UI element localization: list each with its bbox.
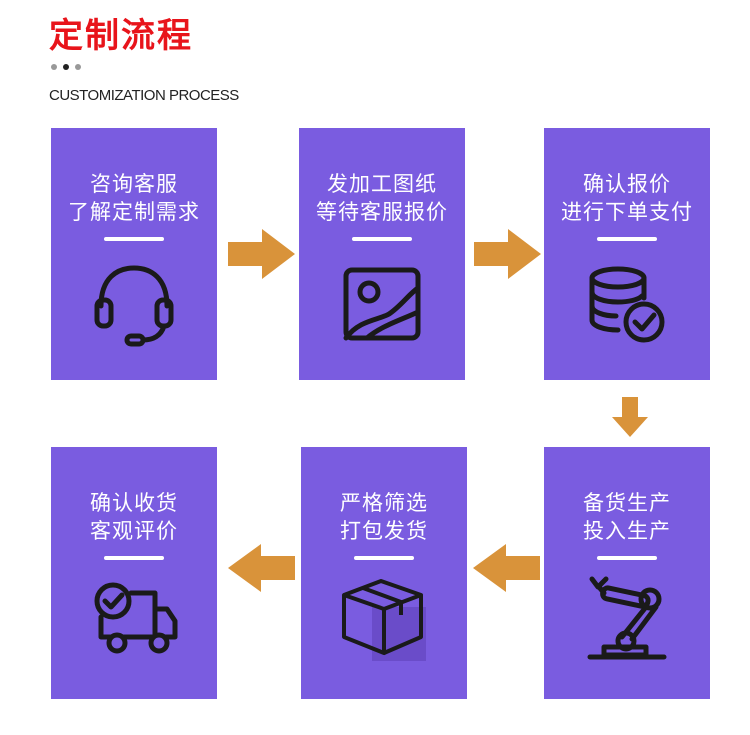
step-line2: 客观评价 <box>90 519 178 543</box>
image-icon <box>343 267 421 341</box>
step-line2: 进行下单支付 <box>561 200 693 224</box>
page-title: 定制流程 <box>49 16 193 56</box>
database-check-icon <box>589 266 665 343</box>
arrow-down-icon <box>612 397 648 437</box>
step-line2: 了解定制需求 <box>68 200 200 224</box>
step-line1: 确认收货 <box>90 491 178 515</box>
robot-arm-icon <box>587 576 667 660</box>
step-divider <box>354 556 414 560</box>
step-line2: 打包发货 <box>340 519 428 543</box>
step-line1: 咨询客服 <box>90 172 178 196</box>
step-title: 确认报价 进行下单支付 <box>561 170 693 226</box>
step-line1: 严格筛选 <box>340 491 428 515</box>
step-divider <box>597 556 657 560</box>
step-card-production: 备货生产 投入生产 <box>544 447 710 699</box>
arrow-left-icon <box>473 544 540 592</box>
step-divider <box>597 237 657 241</box>
step-line2: 投入生产 <box>583 519 671 543</box>
step-title: 严格筛选 打包发货 <box>340 489 428 545</box>
step-line1: 确认报价 <box>583 172 671 196</box>
box-icon <box>342 579 426 661</box>
step-line1: 备货生产 <box>583 491 671 515</box>
arrow-left-icon <box>228 544 295 592</box>
step-divider <box>104 556 164 560</box>
dot <box>51 64 57 70</box>
headset-icon <box>94 265 174 347</box>
step-divider <box>352 237 412 241</box>
step-card-consult: 咨询客服 了解定制需求 <box>51 128 217 380</box>
arrow-right-icon <box>474 229 541 279</box>
truck-check-icon <box>94 582 178 654</box>
step-line1: 发加工图纸 <box>327 172 437 196</box>
step-card-drawing: 发加工图纸 等待客服报价 <box>299 128 465 380</box>
dot <box>63 64 69 70</box>
step-line2: 等待客服报价 <box>316 200 448 224</box>
step-title: 确认收货 客观评价 <box>90 489 178 545</box>
step-card-receive: 确认收货 客观评价 <box>51 447 217 699</box>
step-title: 咨询客服 了解定制需求 <box>68 170 200 226</box>
step-title: 备货生产 投入生产 <box>583 489 671 545</box>
step-title: 发加工图纸 等待客服报价 <box>316 170 448 226</box>
step-card-quote: 确认报价 进行下单支付 <box>544 128 710 380</box>
decorative-dots <box>51 64 81 70</box>
step-card-packing: 严格筛选 打包发货 <box>301 447 467 699</box>
step-divider <box>104 237 164 241</box>
dot <box>75 64 81 70</box>
arrow-right-icon <box>228 229 295 279</box>
page-subtitle: CUSTOMIZATION PROCESS <box>49 87 239 104</box>
